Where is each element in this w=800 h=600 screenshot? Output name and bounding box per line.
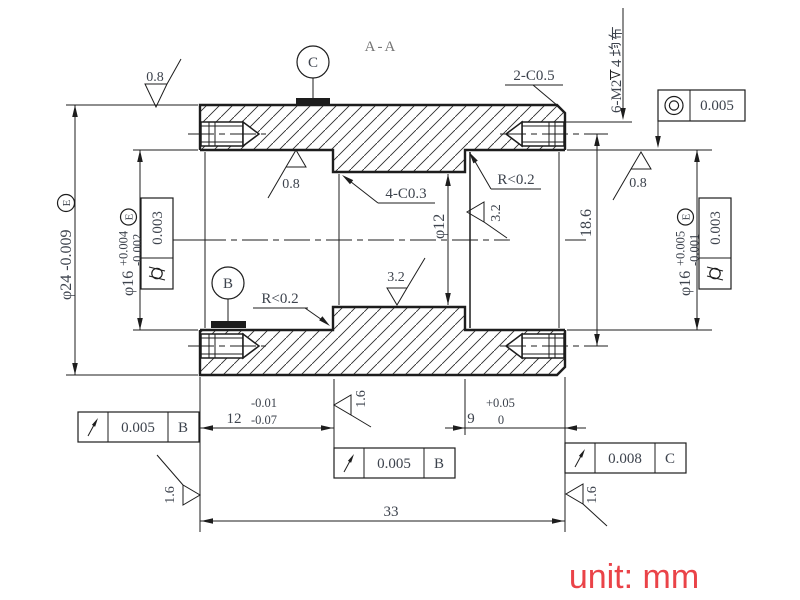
dim-bore-left-phi16: φ16 +0.004 -0.002 E [117, 149, 198, 331]
circular-runout-icon [343, 454, 354, 473]
note-chamfer-outer-text: 2-C0.5 [513, 68, 554, 84]
gdt-runout-left-datum: B [178, 420, 188, 436]
bore-profile-bottom [200, 305, 565, 332]
gdt-concentricity-value: 0.005 [700, 98, 734, 114]
gdt-frame-cylindricity-left: 0.003 [140, 197, 174, 290]
outer-profile-lower [198, 330, 567, 377]
datum-c-label: C [308, 55, 318, 71]
dim-bolt-circle-18-6: 18.6 [578, 134, 600, 346]
cylindricity-icon [706, 266, 724, 281]
set-screw-top-left [188, 120, 266, 148]
roughness-top-left-value: 0.8 [146, 70, 164, 85]
gdt-frame-runout-right: 0.008 C [564, 442, 687, 474]
roughness-face-left-value: 1.6 [163, 486, 178, 504]
dim-depth-left-12: 12 -0.01 -0.07 [199, 377, 335, 532]
roughness-bore-right-wall-value: 3.2 [489, 204, 504, 222]
cylindricity-icon [148, 266, 166, 281]
dim-depth-left-nominal: 12 [227, 411, 242, 427]
concentricity-icon [664, 95, 684, 116]
cjk-glyph-jun [608, 42, 622, 57]
gdt-runout-right-datum: C [665, 451, 675, 467]
datum-b-target-mark [211, 321, 246, 328]
note-fillet-left: R<0.2 [253, 291, 330, 326]
dim-od-phi24: φ24 -0.009 E [56, 104, 198, 376]
depth-symbol-icon [610, 69, 621, 80]
datum-c-target-mark [296, 98, 330, 105]
dim-od-envelope: E [61, 199, 73, 206]
roughness-face-left: 1.6 [156, 454, 201, 506]
datum-b: B [211, 266, 246, 328]
gdt-runout-mid-datum: B [434, 456, 444, 472]
datum-b-label: B [223, 276, 233, 292]
gdt-frame-cylindricity-right: 0.003 [698, 197, 732, 290]
note-fillet-left-text: R<0.2 [261, 291, 298, 307]
gdt-cyl-left-value: 0.003 [150, 211, 166, 245]
note-chamfer-bore: 4-C0.3 [342, 175, 435, 204]
note-fillet-right: R<0.2 [469, 152, 541, 190]
set-screw-top-right [500, 120, 608, 148]
dim-bore-left-text: φ16 [120, 271, 137, 296]
roughness-step-mid-value: 1.6 [354, 390, 369, 408]
circular-runout-icon [87, 418, 98, 437]
roughness-bore-mid-value: 3.2 [387, 270, 405, 285]
datum-c: C [296, 45, 330, 105]
roughness-bore-left: 0.8 [267, 149, 307, 199]
gdt-runout-right-value: 0.008 [608, 451, 642, 467]
dim-depth-left-tol-lower: -0.07 [251, 413, 277, 427]
gdt-frame-concentricity: 0.005 [655, 89, 746, 148]
dim-overall-33: 33 [200, 504, 565, 524]
dim-bore-left-envelope: E [124, 213, 136, 220]
dim-overall-text: 33 [384, 504, 399, 520]
circular-runout-icon [574, 449, 585, 468]
gdt-frame-runout-mid: 0.005 B [333, 447, 456, 479]
unit-note: unit: mm [569, 558, 699, 596]
roughness-face-right: 1.6 [565, 483, 608, 527]
gdt-runout-left-value: 0.005 [121, 420, 155, 436]
dim-depth-left-tol-upper: -0.01 [251, 396, 277, 410]
roughness-top-right-value: 0.8 [629, 176, 647, 191]
dim-bore-left-tol-upper: +0.004 [117, 230, 131, 266]
dim-bore-right-text: φ16 [677, 271, 694, 296]
datum-c-circle [296, 45, 330, 79]
dim-bore-right-envelope: E [681, 213, 693, 220]
bore-profile-top [200, 148, 565, 174]
dim-bore-right-phi16: φ16 +0.005 -0.001 E [567, 149, 712, 331]
roughness-bore-right-wall: 3.2 [466, 201, 508, 239]
roughness-bore-left-value: 0.8 [282, 177, 300, 192]
dim-depth-right-9: 9 +0.05 0 [445, 377, 586, 532]
roughness-bore-mid: 3.2 [386, 257, 426, 306]
dim-bore-mid-text: φ12 [431, 214, 448, 239]
dim-bore-mid-phi12: φ12 [431, 174, 451, 305]
note-thread-prefix: 6-M2 [609, 80, 625, 113]
note-fillet-right-text: R<0.2 [497, 172, 534, 188]
gdt-cyl-right-value: 0.003 [708, 211, 724, 245]
dim-bolt-circle-text: 18.6 [578, 209, 595, 237]
dim-bore-right-tol-lower: -0.001 [688, 234, 702, 266]
set-screw-bottom-right [500, 332, 608, 360]
note-thread-pattern: 6-M2 4 [565, 8, 632, 123]
datum-b-circle [211, 266, 245, 300]
dim-bore-right-tol-upper: +0.005 [674, 231, 688, 266]
roughness-face-right-value: 1.6 [585, 486, 600, 504]
note-thread-depth: 4 [609, 59, 625, 67]
note-chamfer-bore-text: 4-C0.3 [385, 186, 426, 202]
cjk-glyph-bu [608, 26, 623, 41]
set-screw-bottom-left [188, 332, 266, 360]
roughness-top-left: 0.8 [144, 58, 182, 109]
roughness-step-mid: 1.6 [333, 390, 372, 428]
roughness-top-right: 0.8 [612, 151, 652, 201]
dim-depth-right-nominal: 9 [467, 411, 475, 427]
gdt-frame-runout-left: 0.005 B [77, 411, 200, 443]
dim-od-text: φ24 -0.009 [58, 229, 75, 300]
dim-depth-right-tol-lower: 0 [498, 413, 504, 427]
note-chamfer-outer: 2-C0.5 [505, 68, 563, 107]
gdt-runout-mid-value: 0.005 [377, 456, 411, 472]
section-label: A-A [365, 39, 398, 55]
dim-depth-right-tol-upper: +0.05 [486, 396, 515, 410]
